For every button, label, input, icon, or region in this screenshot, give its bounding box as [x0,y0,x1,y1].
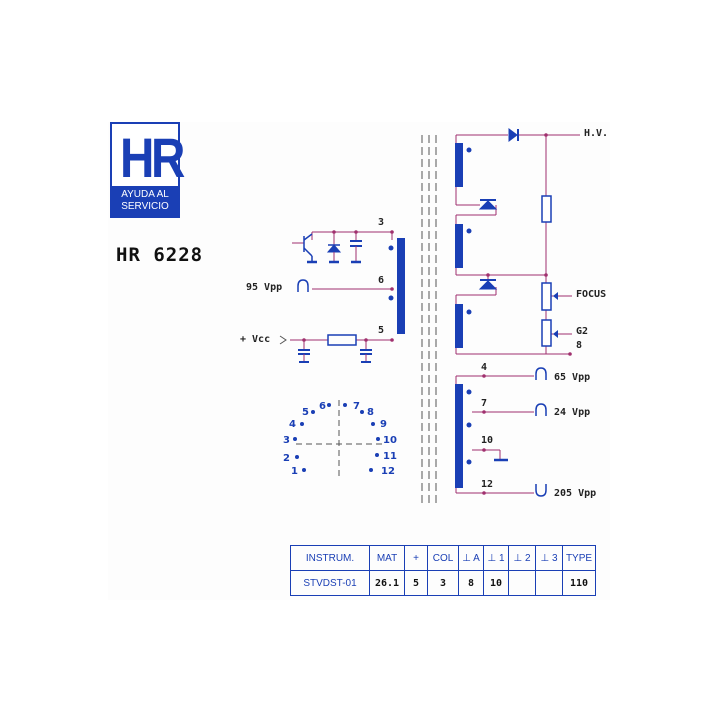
pin-7-label: 7 [481,398,487,409]
pot-wipers [553,292,558,338]
damper-diode [326,244,342,264]
pulse-in-95 [297,279,309,292]
pulse-out-24 [535,403,547,416]
pulse-out-205 [535,484,547,497]
divider-network [541,195,552,347]
spec-header-cell: ⊥ 2 [508,545,536,571]
pulse-symbols [297,279,547,497]
base-pin-6: 6 [319,401,326,412]
bleeder-resistor [541,195,552,223]
base-pinout-labels: 1 2 3 4 5 6 7 8 9 10 11 12 [283,401,397,477]
pin-12-label: 12 [481,479,493,490]
aux-winding [455,384,463,488]
hv-label: H.V. [584,128,608,139]
spec-value-cell: 26.1 [369,570,405,596]
pin-6-label: 6 [378,275,384,286]
spec-table: INSTRUM. MAT + COL ⊥ A ⊥ 1 ⊥ 2 ⊥ 3 TYPE … [290,545,596,596]
vcc-label: + Vcc [240,334,270,345]
spec-value-cell: 10 [483,570,509,596]
output-205vpp-label: 205 Vpp [554,488,596,499]
hv-diodes [478,128,519,290]
base-pinout-axes [296,400,384,478]
base-pin-4: 4 [289,419,296,430]
logo-caption: AYUDA AL SERVICIO [112,186,178,216]
base-pin-9: 9 [380,419,387,430]
pin-4-label: 4 [481,362,487,373]
tuning-capacitor [350,240,362,264]
spec-header-cell: MAT [369,545,405,571]
pulse-out-65 [535,367,547,380]
spec-header-row: INSTRUM. MAT + COL ⊥ A ⊥ 1 ⊥ 2 ⊥ 3 TYPE [290,545,596,571]
transformer-core [421,135,437,505]
hr-logo: HR AYUDA AL SERVICIO [110,122,185,218]
windings [388,143,472,488]
pin-10-label: 10 [481,435,493,446]
spec-header-cell: TYPE [562,545,596,571]
spec-header-cell: INSTRUM. [290,545,370,571]
spec-value-cell [508,570,536,596]
hv-winding-1 [455,143,463,187]
hv-winding-3 [455,304,463,348]
logo-caption-line2: SERVICIO [121,201,169,212]
spec-header-cell: + [404,545,428,571]
model-number: HR 6228 [116,244,204,266]
spec-header-cell: ⊥ A [458,545,484,571]
g2-label: G2 [576,326,588,337]
base-pin-1: 1 [291,466,298,477]
focus-label: FOCUS [576,289,606,300]
spec-value-cell: 5 [404,570,428,596]
output-24vpp-label: 24 Vpp [554,407,590,418]
base-pin-10: 10 [383,435,397,446]
logo-caption-line1: AYUDA AL [121,189,169,200]
series-resistor [327,334,357,346]
spec-value-cell: 110 [562,570,596,596]
base-pinout-dots [293,403,380,472]
output-65vpp-label: 65 Vpp [554,372,590,383]
spec-header-cell: ⊥ 3 [535,545,563,571]
schematic-sheet [108,122,610,600]
transistor-symbol [303,233,317,264]
pin-8-label: 8 [576,340,582,351]
base-pin-7: 7 [353,401,360,412]
base-pin-8: 8 [367,407,374,418]
base-pin-5: 5 [302,407,309,418]
primary-winding [397,238,405,334]
vcc-filter [279,334,372,363]
primary-wiring [290,134,580,494]
spec-value-cell: STVDST-01 [290,570,370,596]
spec-value-cell [535,570,563,596]
spec-header-cell: ⊥ 1 [483,545,509,571]
base-pin-11: 11 [383,451,397,462]
g2-potentiometer [541,319,552,347]
spec-header-cell: COL [427,545,459,571]
spec-value-row: STVDST-01 26.1 5 3 8 10 110 [290,570,596,596]
pin-3-label: 3 [378,217,384,228]
base-pin-12: 12 [381,466,395,477]
spec-value-cell: 8 [458,570,484,596]
base-pin-2: 2 [283,453,290,464]
focus-potentiometer [541,282,552,311]
junction-dots [302,133,572,495]
spec-value-cell: 3 [427,570,459,596]
hv-winding-2 [455,224,463,268]
base-pin-3: 3 [283,435,290,446]
input-95vpp-label: 95 Vpp [246,282,282,293]
pin-5-label: 5 [378,325,384,336]
